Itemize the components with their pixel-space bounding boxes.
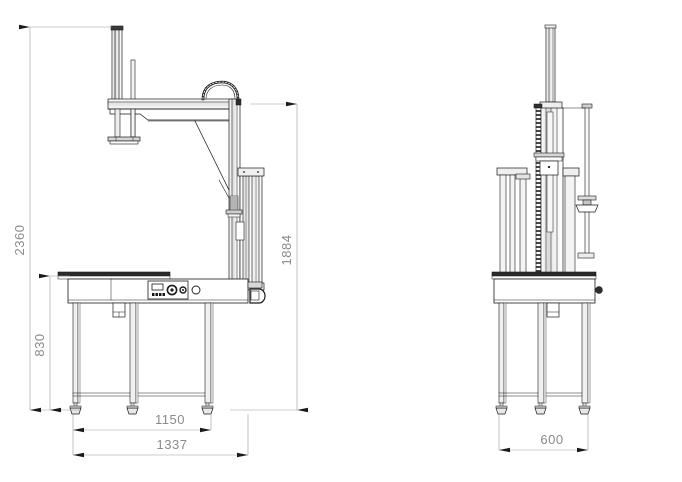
table-legs xyxy=(72,302,214,404)
toothed-rack xyxy=(535,107,542,284)
table-top xyxy=(57,271,171,280)
side-adjustable-feet xyxy=(495,402,591,415)
front-elevation-view xyxy=(57,25,266,415)
beam-support-posts xyxy=(107,108,141,145)
side-table-legs xyxy=(498,302,591,404)
side-carriage-plate xyxy=(533,152,565,176)
gantry-left-column xyxy=(110,25,124,101)
dimension-label-2360: 2360 xyxy=(12,225,27,256)
side-hook-bracket xyxy=(247,281,266,304)
dimension-label-1150: 1150 xyxy=(155,412,185,427)
dimension-label-600: 600 xyxy=(540,432,563,447)
panel-display xyxy=(151,283,164,291)
dimension-label-1884: 1884 xyxy=(279,235,294,266)
side-auxiliary-rod xyxy=(561,103,599,259)
dimension-label-1337: 1337 xyxy=(157,437,188,452)
side-elevation-view xyxy=(491,24,603,415)
panel-button-2[interactable] xyxy=(191,285,201,295)
lead-screw-collar xyxy=(225,195,243,218)
dimension-labels: 2360 830 1884 1150 1337 600 xyxy=(12,225,563,452)
side-main-column xyxy=(540,107,564,284)
panel-indicator-lights xyxy=(152,293,165,296)
cable-carrier-chain xyxy=(201,80,240,101)
side-table-top xyxy=(491,271,597,280)
z-axis-slide-assembly xyxy=(235,167,265,291)
gantry-beam xyxy=(107,98,235,122)
dimension-label-830: 830 xyxy=(32,333,47,356)
adjustable-feet xyxy=(69,402,214,415)
side-table-cabinet xyxy=(493,278,603,304)
control-panel[interactable] xyxy=(147,280,201,300)
side-guide-posts xyxy=(496,167,580,284)
vertical-main-column xyxy=(228,98,242,290)
under-table-box xyxy=(112,302,126,318)
side-top-mast xyxy=(544,24,557,103)
diagonal-brace xyxy=(194,120,230,199)
